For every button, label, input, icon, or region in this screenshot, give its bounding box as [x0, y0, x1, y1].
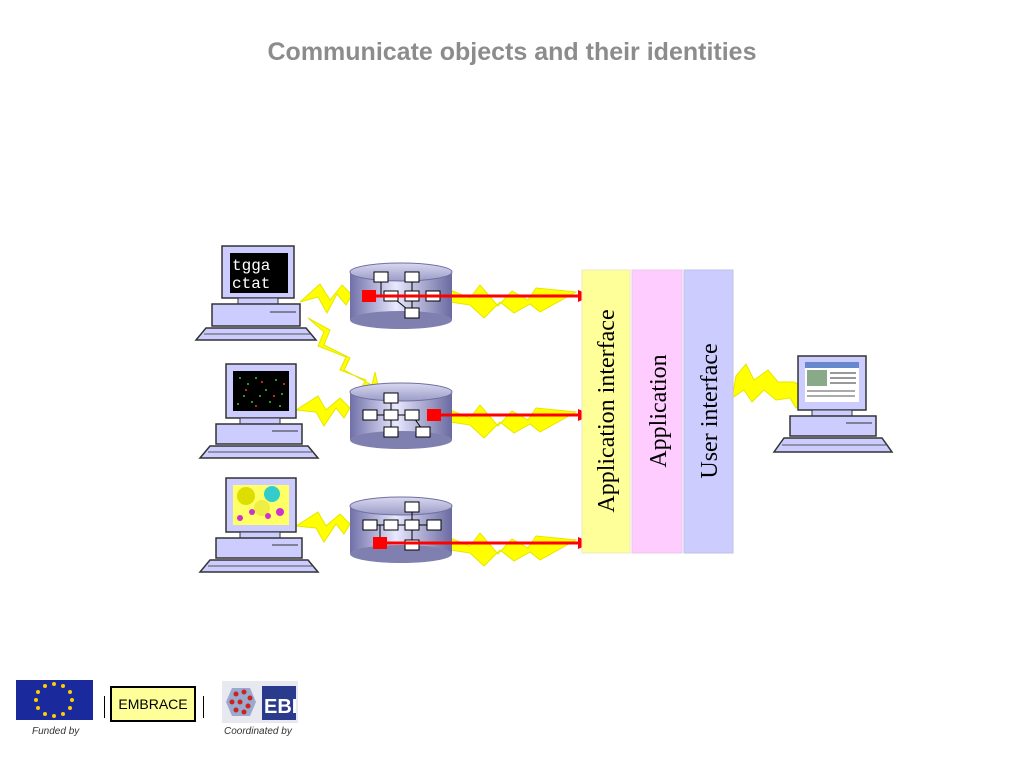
funded-by-label: Funded by [32, 726, 80, 737]
embrace-logo: EMBRACE [110, 686, 196, 722]
computer-icon-structure [198, 477, 320, 573]
label-user-interface: User interface [697, 343, 723, 478]
ebi-logo-text: EBI [264, 696, 297, 718]
divider [104, 696, 105, 718]
lightning-icon [449, 404, 578, 439]
lightning-icon [294, 395, 351, 427]
layer-application-interface [581, 269, 631, 554]
ebi-logo-icon: EBI [222, 681, 298, 723]
layer-user-interface [683, 269, 734, 554]
layer-application [631, 269, 683, 554]
lightning-icon [307, 317, 381, 396]
lightning-icon [449, 532, 578, 567]
lightning-icon [294, 511, 351, 543]
label-application: Application [646, 354, 672, 467]
computer-icon-microarray [198, 363, 320, 459]
lightning-icon [299, 283, 353, 315]
monitor-text-line1: tgga [232, 257, 271, 275]
monitor-text-line2: ctat [232, 275, 270, 293]
slide-title: Communicate objects and their identities [267, 38, 757, 66]
eu-flag-icon [16, 680, 93, 720]
coordinated-by-label: Coordinated by [224, 726, 292, 737]
lightning-bolts [294, 283, 820, 567]
computer-icon-user [772, 355, 894, 453]
label-application-interface: Application interface [594, 309, 620, 512]
embrace-label: EMBRACE [118, 696, 188, 712]
lightning-icon [731, 363, 820, 409]
database-icon [349, 496, 453, 563]
divider [203, 696, 204, 718]
computer-icon-sequence: tgga ctat [194, 245, 318, 341]
lightning-icon [449, 284, 578, 319]
database-icon [349, 382, 453, 449]
